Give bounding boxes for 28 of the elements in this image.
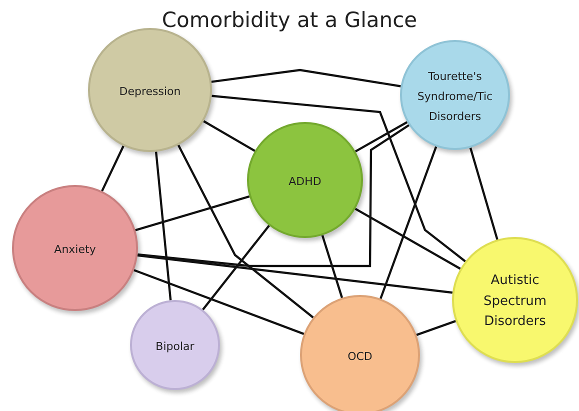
node-label: Tourette's Syndrome/Tic Disorders: [417, 70, 493, 123]
connector-line: [321, 235, 344, 298]
connector-line: [134, 269, 304, 335]
connector-line: [354, 121, 408, 152]
connector-line: [138, 124, 410, 268]
connector-line: [416, 320, 456, 336]
connector-line: [101, 146, 124, 192]
node-label: Bipolar: [156, 340, 194, 354]
circle-node: [300, 295, 420, 411]
node-label: OCD: [348, 350, 372, 364]
connector-line: [177, 144, 314, 318]
diagram-title: Comorbidity at a Glance: [162, 8, 418, 32]
connector-line: [469, 147, 498, 240]
circle-node: [400, 40, 510, 150]
connector-line: [203, 120, 256, 152]
node-label: Autistic Spectrum Disorders: [484, 273, 546, 330]
connector-line: [212, 94, 466, 262]
connector-line: [354, 208, 461, 270]
connector-line: [135, 195, 250, 232]
connector-line: [154, 152, 172, 300]
connector-line: [380, 146, 438, 300]
connector-line: [202, 224, 270, 310]
connector-line: [211, 68, 401, 88]
node-label: Anxiety: [54, 243, 96, 256]
node-label: ADHD: [288, 175, 322, 188]
circle-node: [130, 300, 220, 390]
node-label: Depression: [119, 85, 181, 98]
connector-line: [137, 254, 453, 294]
